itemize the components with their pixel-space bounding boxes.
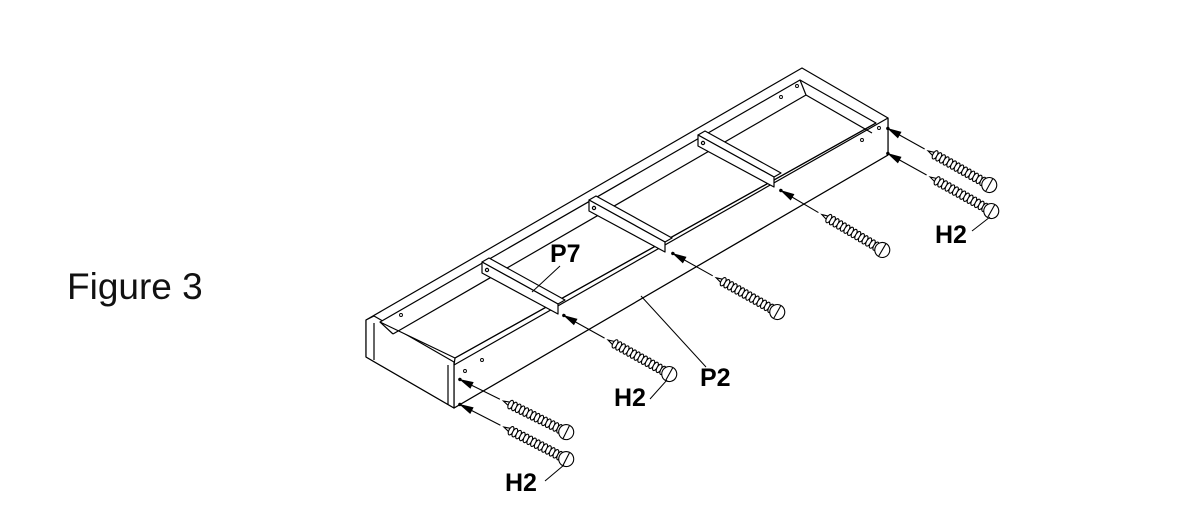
h2-right-leader-line bbox=[971, 216, 991, 232]
screw-slot bbox=[985, 178, 994, 192]
screw-slot bbox=[562, 425, 570, 439]
screw-h2 bbox=[886, 151, 1000, 220]
arrowhead-icon bbox=[564, 315, 578, 326]
arrowhead-icon bbox=[673, 253, 687, 264]
screw-h2 bbox=[671, 251, 786, 321]
screw-h2 bbox=[886, 126, 998, 194]
part-label-p2: P2 bbox=[700, 364, 731, 392]
inner-edge bbox=[379, 321, 394, 335]
inner-edge bbox=[799, 79, 807, 96]
screw-h2 bbox=[562, 313, 678, 383]
figure-title: Figure 3 bbox=[67, 266, 203, 307]
hole-icon bbox=[458, 402, 462, 407]
hole-icon bbox=[458, 377, 462, 382]
part-label-h2-middle: H2 bbox=[614, 384, 646, 412]
hole-icon bbox=[700, 140, 706, 146]
p7-leader-line bbox=[531, 265, 561, 293]
hole-icon bbox=[877, 126, 881, 130]
shelf-frame bbox=[365, 67, 889, 409]
cross-member-p7-face bbox=[588, 199, 666, 253]
cross-member-p7-face bbox=[481, 261, 559, 315]
hole-icon bbox=[480, 358, 484, 362]
hole-icon bbox=[562, 313, 566, 318]
screw-slot bbox=[987, 204, 996, 218]
arrowhead-icon bbox=[460, 404, 474, 414]
arrowhead-icon bbox=[888, 128, 902, 139]
screw-slot bbox=[773, 305, 782, 319]
arrowhead-icon bbox=[888, 153, 902, 164]
hole-icon bbox=[671, 251, 675, 256]
hole-icon bbox=[886, 126, 890, 131]
h2-left-leader-line bbox=[544, 464, 565, 482]
inner-edge bbox=[805, 94, 873, 134]
hole-icon bbox=[591, 205, 597, 211]
arrowhead-icon bbox=[460, 379, 474, 389]
hole-icon bbox=[484, 267, 490, 273]
p2-leader-line bbox=[640, 295, 707, 368]
part-label-h2-left: H2 bbox=[505, 469, 537, 497]
left-end-panel bbox=[365, 315, 455, 409]
screw-h2 bbox=[779, 188, 891, 259]
hole-icon bbox=[399, 313, 403, 317]
arrowhead-icon bbox=[781, 190, 795, 201]
h2-middle-leader-line bbox=[649, 379, 668, 400]
hole-icon bbox=[795, 84, 799, 88]
cross-member-p7-face bbox=[697, 134, 775, 188]
inner-edge bbox=[453, 357, 456, 366]
screw-slot bbox=[562, 452, 570, 466]
hole-icon bbox=[463, 369, 467, 373]
hole-icon bbox=[886, 151, 890, 156]
screw-slot bbox=[878, 243, 887, 257]
hole-icon bbox=[779, 95, 783, 99]
screw-h2 bbox=[458, 402, 575, 468]
part-label-p7: P7 bbox=[550, 240, 581, 268]
screw-slot bbox=[665, 367, 674, 381]
hole-icon bbox=[860, 138, 864, 142]
hole-icon bbox=[779, 188, 783, 193]
part-label-h2-right: H2 bbox=[935, 221, 967, 249]
screw-h2 bbox=[458, 377, 575, 441]
